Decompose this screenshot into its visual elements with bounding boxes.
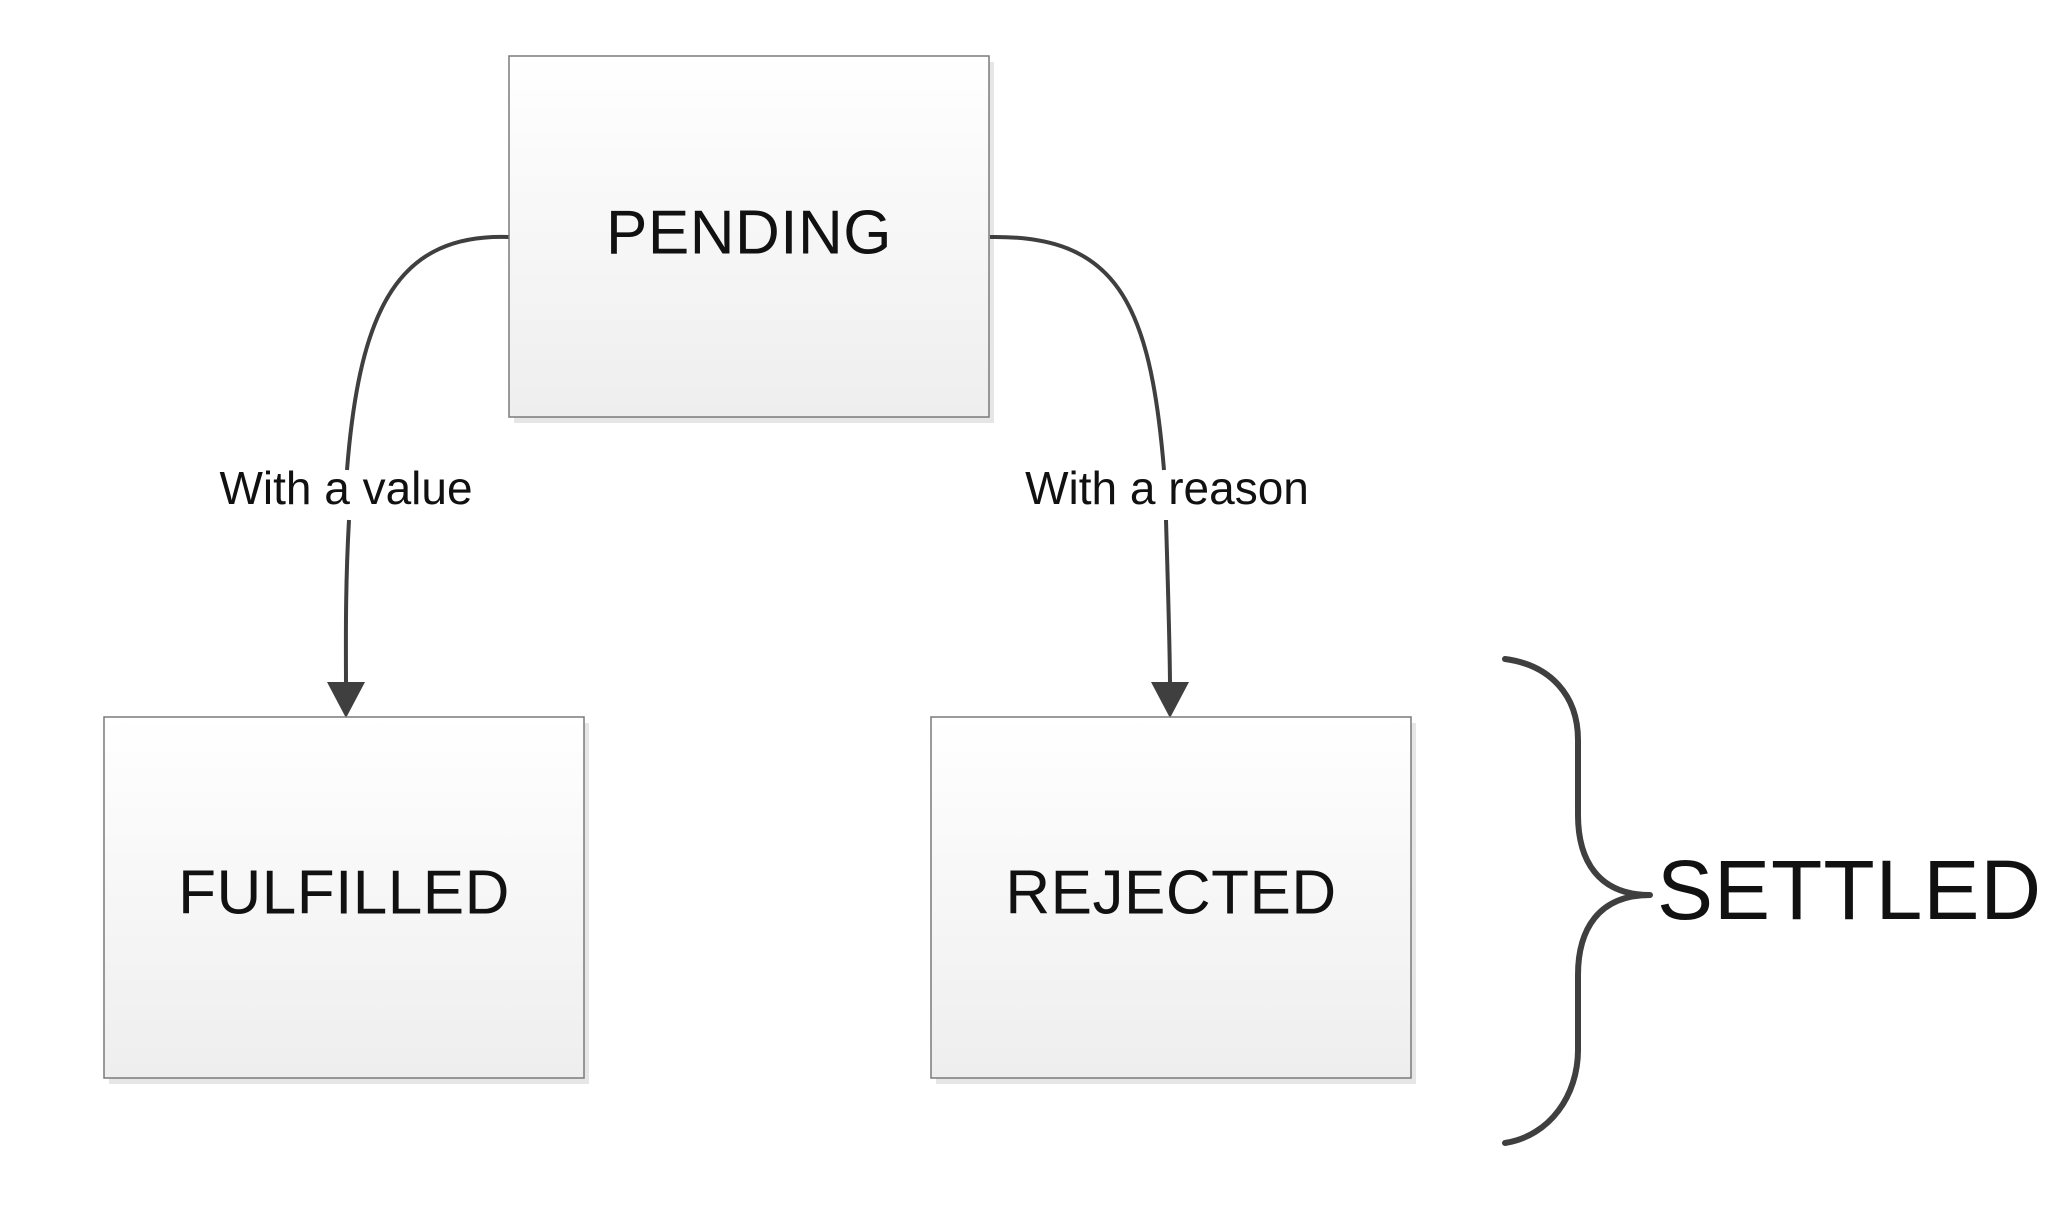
- fulfilled-state-label: FULFILLED: [178, 858, 510, 927]
- settled-brace-icon: [1502, 656, 1653, 1146]
- rejected-transition-label: With a reason: [1025, 462, 1309, 514]
- settled-group-label: SETTLED: [1657, 843, 2042, 937]
- pending-state-box: [508, 55, 990, 418]
- pending-state-label: PENDING: [606, 198, 892, 267]
- pending-to-rejected-connector: [989, 234, 1172, 689]
- rejected-state-box: [930, 716, 1412, 1079]
- fulfilled-transition-label: With a value: [219, 462, 472, 514]
- fulfilled-arrowhead-icon: [327, 682, 365, 718]
- rejected-arrowhead-icon: [1151, 682, 1189, 718]
- fulfilled-state-box: [103, 716, 585, 1079]
- pending-to-fulfilled-connector: [343, 234, 511, 689]
- rejected-state-label: REJECTED: [1005, 858, 1336, 927]
